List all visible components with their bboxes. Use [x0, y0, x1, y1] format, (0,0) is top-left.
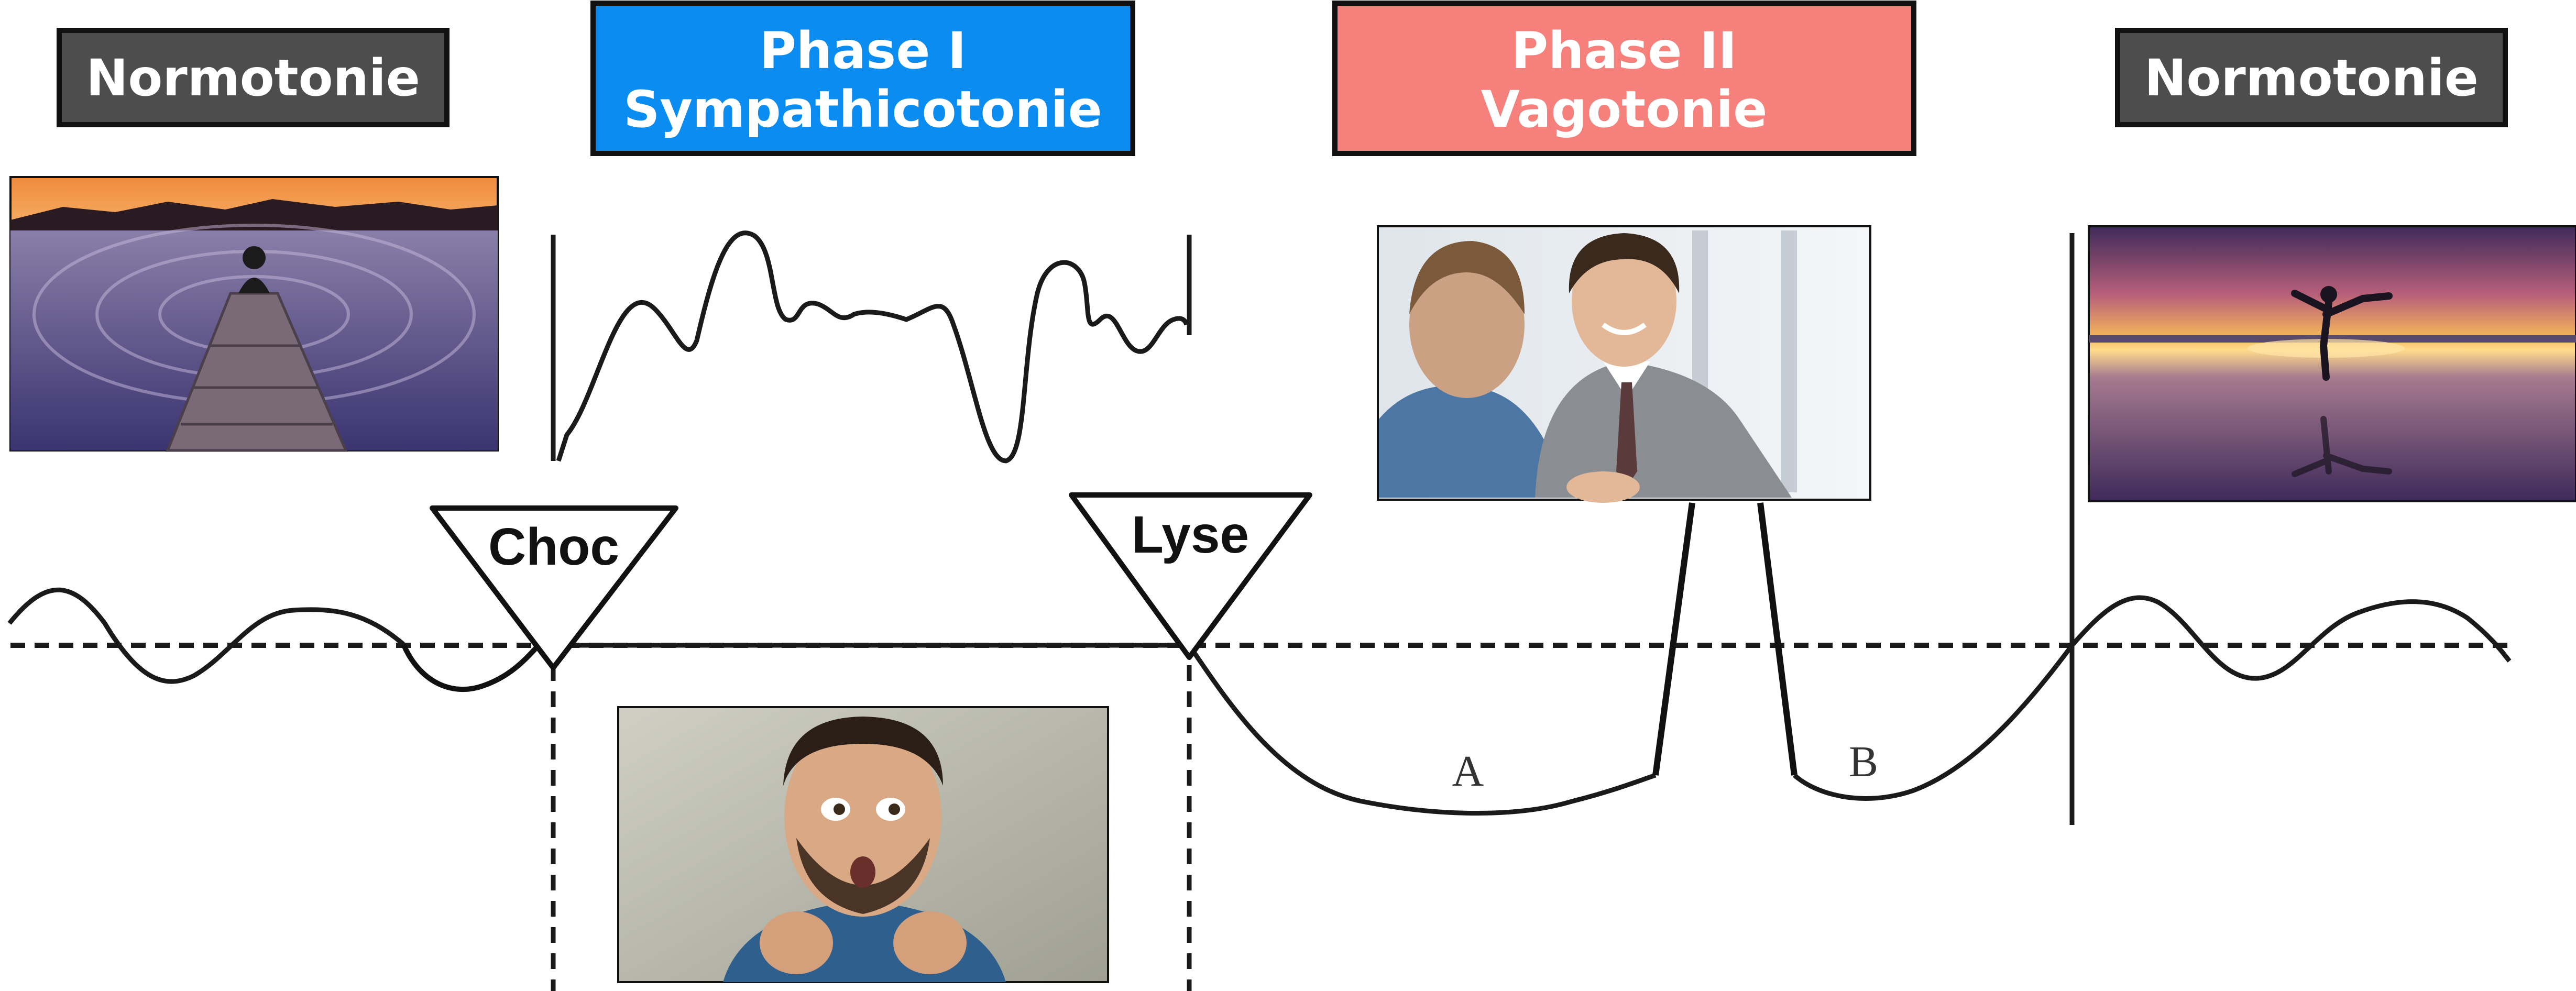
epileptic-crisis-spike [1652, 502, 1797, 776]
header-normotonie-left-text: Normotonie [86, 49, 420, 107]
header-normotonie-left: Normotonie [57, 28, 450, 127]
header-phase2-line2: Vagotonie [1481, 80, 1768, 139]
header-phase2: Phase II Vagotonie [1332, 1, 1916, 156]
curve-sympathicotonie [556, 230, 1189, 464]
marker-choc: Choc [430, 505, 678, 670]
header-phase1-line2: Sympathicotonie [623, 80, 1102, 139]
photo-frightened-man [617, 706, 1109, 983]
header-phase1: Phase I Sympathicotonie [590, 1, 1135, 156]
curve-phase2-b [1793, 644, 2074, 801]
curve-phase2-a [1187, 644, 1657, 816]
label-b: B [1849, 737, 1878, 786]
marker-lyse-label: Lyse [1132, 505, 1249, 564]
photo-beach-yoga [2088, 225, 2576, 502]
curve-normotonie-right [2070, 595, 2512, 681]
curve-dip-before-choc [401, 642, 542, 692]
header-normotonie-right-text: Normotonie [2144, 49, 2479, 107]
photo-lake-pier [9, 176, 499, 452]
header-phase1-line1: Phase I [760, 21, 967, 80]
header-normotonie-right: Normotonie [2115, 28, 2508, 127]
label-a: A [1452, 747, 1484, 796]
header-phase2-line1: Phase II [1511, 21, 1737, 80]
marker-lyse: Lyse [1069, 492, 1312, 660]
marker-choc-label: Choc [488, 517, 619, 576]
curve-normotonie-left [7, 587, 405, 684]
photo-business-handshake [1377, 225, 1871, 503]
